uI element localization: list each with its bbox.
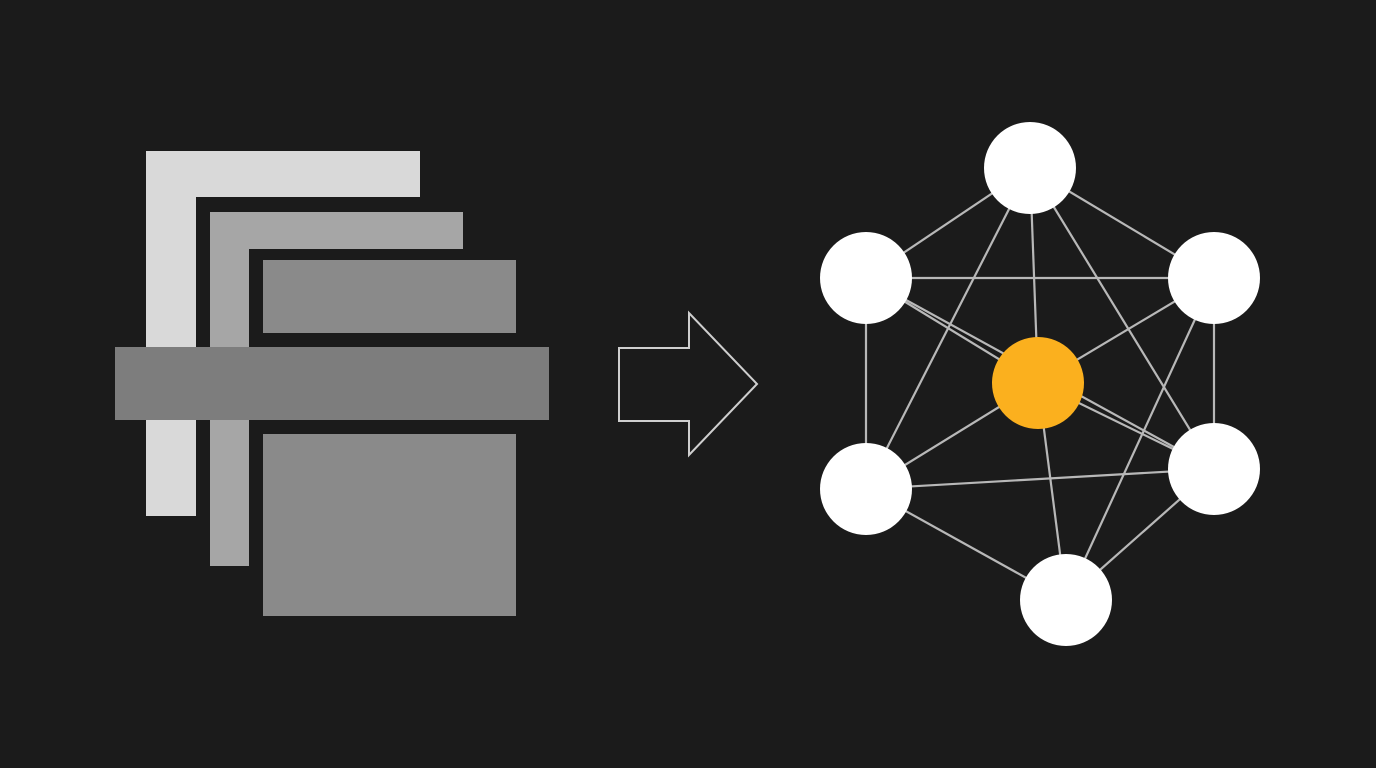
node-bottom <box>1020 554 1112 646</box>
layer-middle-gray <box>210 212 463 566</box>
node-lower-left <box>820 443 912 535</box>
stacked-layers-icon <box>115 151 549 616</box>
layer-back-light <box>146 151 420 516</box>
edge-top-lower-right <box>1029 167 1215 470</box>
network-graph-icon <box>820 122 1260 646</box>
right-arrow-outline-icon <box>618 310 759 458</box>
node-upper-right <box>1168 232 1260 324</box>
layer-front-dark-top <box>263 260 516 333</box>
horizontal-bar <box>115 347 549 420</box>
edge-upper-right-bottom <box>1065 277 1215 601</box>
graph-nodes <box>820 122 1260 646</box>
node-top <box>984 122 1076 214</box>
edge-lower-left-lower-right <box>865 467 1215 491</box>
hub-node <box>992 337 1084 429</box>
layer-front-dark-bottom <box>263 434 516 616</box>
node-lower-right <box>1168 423 1260 515</box>
node-upper-left <box>820 232 912 324</box>
